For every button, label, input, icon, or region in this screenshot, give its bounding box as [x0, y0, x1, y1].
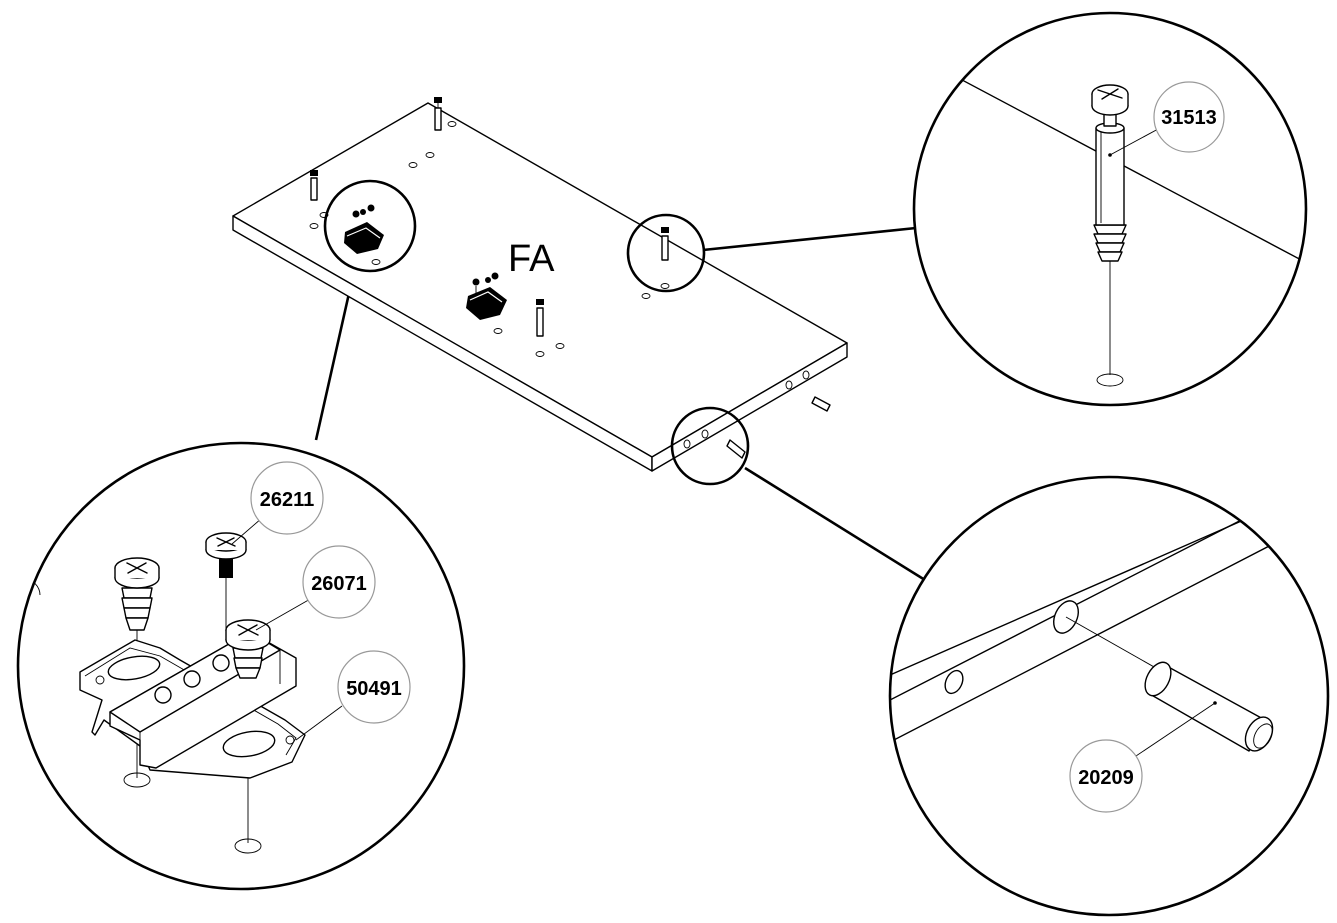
- callout-bubble: [1153, 81, 1225, 153]
- panel-label: FA: [508, 238, 555, 280]
- callout-euro-screw: 26071: [311, 573, 367, 595]
- callout-bubble: [250, 461, 324, 535]
- dowel-small: [726, 439, 746, 459]
- detail-dowel: 20209: [888, 475, 1330, 917]
- cam-bolt-small: [661, 227, 669, 261]
- euro-screw-left: [114, 557, 160, 631]
- callout-screw: 26211: [260, 489, 315, 511]
- detail-cam-bolt: 31513: [912, 11, 1308, 407]
- callout-dowel: 20209: [1078, 767, 1134, 789]
- cam-bolt-small: [434, 97, 442, 131]
- magnifier-ring-dowel: [670, 406, 750, 486]
- dowel-small: [811, 396, 831, 412]
- panel-board: FA: [232, 97, 848, 472]
- magnifier-ring-hinge: [323, 179, 417, 273]
- callout-hinge-plate: 50491: [346, 678, 402, 700]
- hinge-plate-small: [344, 204, 384, 254]
- connector-lines: [314, 226, 926, 582]
- hinge-plate-small: [466, 272, 507, 320]
- detail-hinge-plate: 26211 26071 50491: [16, 441, 466, 891]
- callout-bubble: [1069, 739, 1143, 813]
- callout-bubble: [302, 545, 376, 619]
- cam-bolt-small: [310, 170, 318, 201]
- callout-cam-bolt: 31513: [1161, 107, 1217, 129]
- magnifier-ring-cam: [626, 213, 706, 293]
- euro-screw-rail: [225, 619, 271, 679]
- cam-bolt-small: [536, 299, 544, 337]
- machine-screw: [205, 532, 247, 578]
- callout-bubble: [337, 650, 411, 724]
